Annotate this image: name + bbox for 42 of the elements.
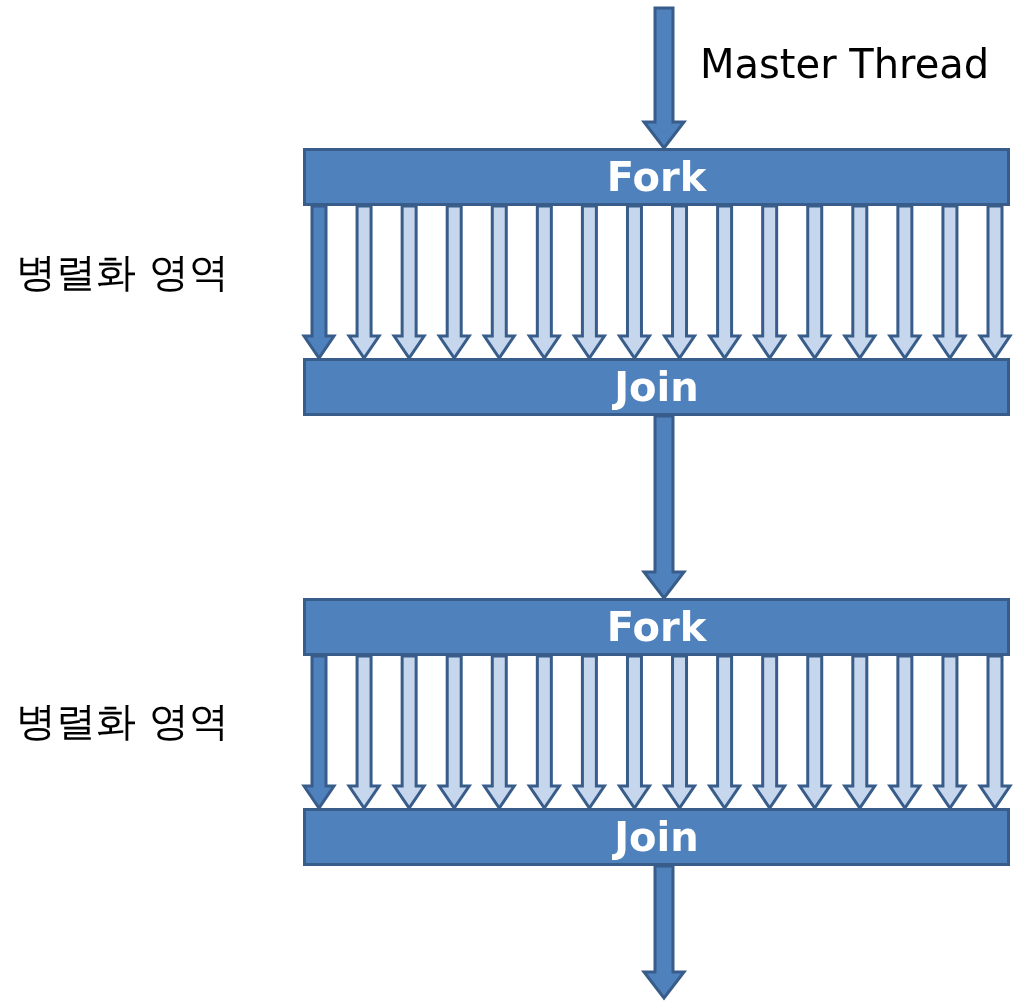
block-arrow (977, 204, 1013, 361)
block-arrow (391, 204, 427, 361)
process-bar: Join (303, 358, 1010, 416)
block-arrow (346, 654, 382, 811)
block-arrow (571, 654, 608, 811)
block-arrow (796, 204, 833, 361)
region-label: 병렬화 영역 (16, 697, 229, 745)
block-arrow (640, 864, 688, 1001)
block-arrow (481, 654, 518, 811)
block-arrow (640, 414, 688, 601)
block-arrow (640, 6, 688, 151)
block-arrow (481, 204, 518, 361)
block-arrow (526, 654, 563, 811)
block-arrow (391, 654, 427, 811)
block-arrow (436, 654, 473, 811)
block-arrow (932, 204, 968, 361)
block-arrow (887, 204, 923, 361)
block-arrow (977, 654, 1013, 811)
block-arrow (706, 654, 743, 811)
block-arrow (616, 204, 653, 361)
block-arrow (841, 654, 878, 811)
block-arrow (841, 204, 878, 361)
block-arrow (616, 654, 653, 811)
block-arrow (301, 204, 337, 361)
block-arrow (661, 204, 698, 361)
region-label: 병렬화 영역 (16, 248, 229, 296)
block-arrow (932, 654, 968, 811)
thread-label: Master Thread (700, 40, 990, 88)
block-arrow (751, 204, 788, 361)
block-arrow (887, 654, 923, 811)
block-arrow (661, 654, 698, 811)
block-arrow (706, 204, 743, 361)
block-arrow (436, 204, 473, 361)
process-bar: Fork (303, 598, 1010, 656)
process-bar: Join (303, 808, 1010, 866)
block-arrow (751, 654, 788, 811)
block-arrow (796, 654, 833, 811)
block-arrow (571, 204, 608, 361)
block-arrow (346, 204, 382, 361)
block-arrow (301, 654, 337, 811)
block-arrow (526, 204, 563, 361)
process-bar: Fork (303, 148, 1010, 206)
